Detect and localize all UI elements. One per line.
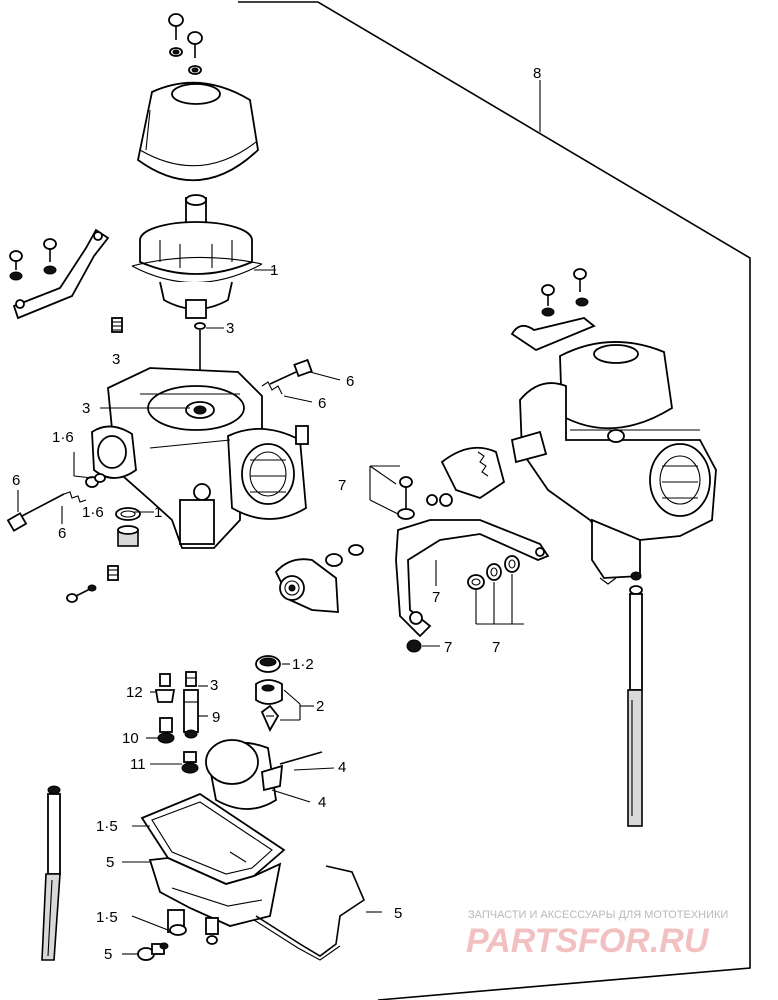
- assembly-boundary-outline: [238, 1, 751, 1000]
- callout-9: 9: [212, 709, 220, 726]
- needle-jet-3: [185, 671, 197, 687]
- bracket-screw-2: [43, 238, 57, 275]
- callout-15-top: 1·5: [96, 818, 118, 835]
- callout-labels: 8 1 3 3 6 6 3 1·6 6 6 1·6 1 7 7 7 7 1·2 …: [12, 65, 541, 963]
- leader-4-wire: [293, 767, 335, 771]
- callout-8: 8: [533, 65, 541, 82]
- callout-7-bracket: 7: [338, 477, 346, 494]
- callout-5-bowl: 5: [106, 854, 114, 871]
- float: [205, 739, 323, 810]
- callout-12: 12: [126, 684, 143, 701]
- callout-11: 11: [130, 756, 146, 773]
- float-valve-set: [255, 655, 283, 732]
- needle-jet-holder-9: [183, 689, 199, 739]
- callout-6-screw: 6: [346, 373, 354, 390]
- leader-2-bracket: [280, 689, 314, 721]
- float-bowl: [140, 792, 286, 945]
- o-ring-and-plug: [115, 507, 141, 547]
- callout-16-upper: 1·6: [52, 429, 74, 446]
- callout-7-nut: 7: [444, 639, 452, 656]
- assembled-top-screws: [541, 268, 589, 317]
- drain-hose-wire: [253, 865, 365, 961]
- callout-3-left: 3: [112, 351, 120, 368]
- bracket-screw-7: [397, 476, 415, 520]
- needle-spring-left: [111, 317, 123, 333]
- throttle-stop-screw: [261, 358, 313, 395]
- callout-6-spring: 6: [318, 395, 326, 412]
- bracket-screw-1: [9, 250, 23, 281]
- callout-4-wire: 4: [338, 759, 346, 776]
- callout-1-mid: 1: [154, 504, 162, 521]
- callout-3-jet: 3: [226, 320, 234, 337]
- top-screws-group: [168, 13, 203, 75]
- screw-top-left: [168, 13, 184, 57]
- leader-6-screw: [309, 371, 341, 381]
- jets-group: [154, 671, 199, 774]
- main-jet-11: [181, 751, 199, 774]
- leader-16-upper-h: [73, 475, 93, 479]
- callout-16-lower: 1·6: [82, 504, 104, 521]
- callout-5-drain: 5: [104, 946, 112, 963]
- watermark: ЗАПЧАСТИ И АКСЕССУАРЫ ДЛЯ МОТОТЕХНИКИ PA…: [466, 909, 728, 960]
- leader-4-float: [271, 789, 311, 803]
- choke-link-bracket: [395, 446, 550, 638]
- callout-2: 2: [316, 698, 324, 715]
- screw-top-right: [187, 31, 203, 75]
- callout-15-bottom: 1·5: [96, 909, 118, 926]
- callout-6-left: 6: [12, 472, 20, 489]
- watermark-tagline: ЗАПЧАСТИ И АКСЕССУАРЫ ДЛЯ МОТОТЕХНИКИ: [468, 909, 728, 921]
- slow-jet-10: [157, 717, 175, 744]
- pilot-screw-assembly: [6, 473, 106, 532]
- leader-15-bottom: [131, 915, 169, 931]
- assembled-carburetor: [510, 268, 717, 585]
- overflow-hose-right: [627, 571, 643, 827]
- vent-hose-left: [41, 785, 61, 961]
- callout-6-pin: 6: [58, 525, 66, 542]
- leader-6-spring: [283, 395, 313, 403]
- drain-screw: [137, 942, 169, 961]
- top-cover: [137, 81, 259, 182]
- watermark-logo: PARTSFOR.RU: [466, 922, 710, 960]
- callout-7-washers: 7: [492, 639, 500, 656]
- callout-7-link: 7: [432, 589, 440, 606]
- main-jet-12: [154, 673, 176, 703]
- throttle-cam-spring: [274, 544, 364, 613]
- small-screws-left: [66, 565, 119, 603]
- carburetor-body: [91, 367, 309, 549]
- callout-4-float: 4: [318, 794, 326, 811]
- callout-10: 10: [122, 730, 139, 747]
- bracket-7-callout-lines: [369, 465, 437, 586]
- callout-3-needle: 3: [210, 677, 218, 694]
- callout-5-hose: 5: [394, 905, 402, 922]
- callout-12-pair: 1·2: [292, 656, 314, 673]
- callout-3-body: 3: [82, 400, 90, 417]
- left-bracket: [9, 228, 110, 320]
- vacuum-piston-diaphragm: [131, 194, 263, 319]
- callout-1-top: 1: [270, 262, 278, 279]
- washers-nuts-set: [406, 555, 524, 653]
